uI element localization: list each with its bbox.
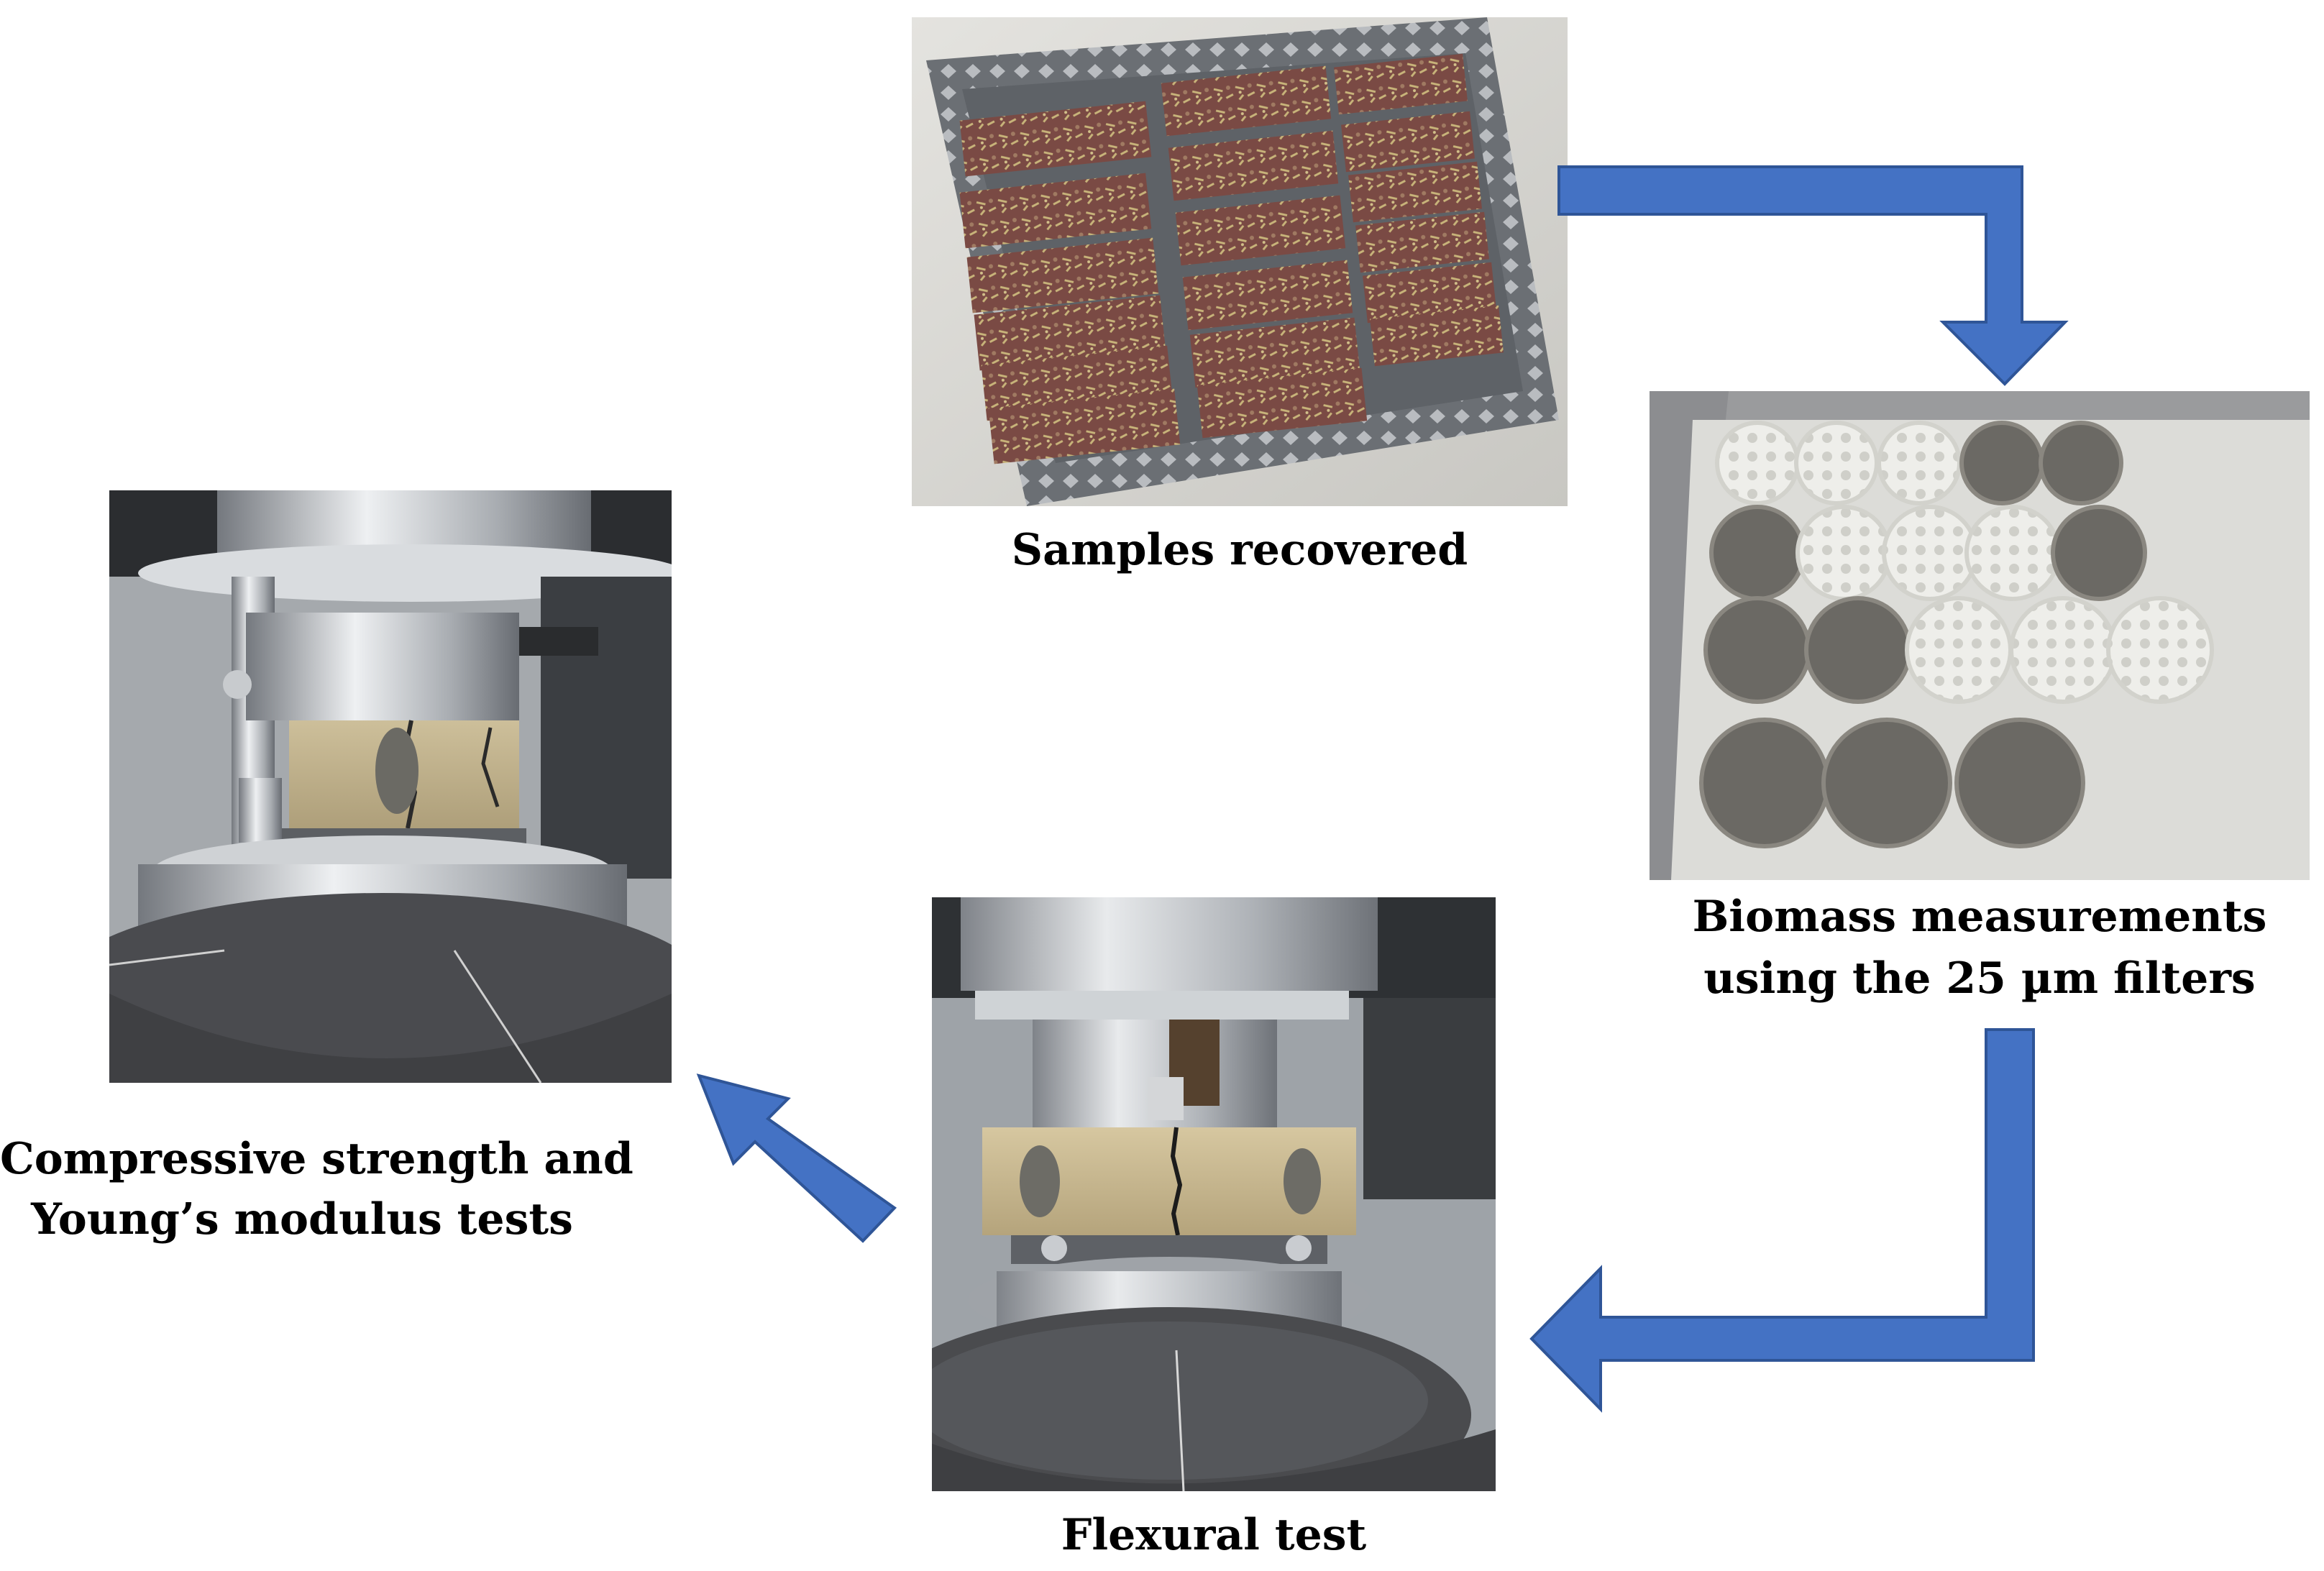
loaded-filter-disc — [1954, 718, 2085, 848]
flexural-test-photo — [932, 897, 1496, 1491]
loaded-filter-disc — [1821, 718, 1952, 848]
samples-photo — [912, 17, 1568, 506]
flexural-caption: Flexural test — [1061, 1510, 1367, 1560]
biomass-filters-photo — [1650, 391, 2310, 880]
biomass-caption: Biomass measurements using the 25 µm fil… — [1650, 886, 2310, 1009]
arrow-biomass-to-flexural — [1529, 1028, 2035, 1413]
loaded-filter-disc — [2039, 421, 2123, 505]
arrow-samples-to-biomass — [1557, 165, 2069, 386]
compressive-test-photo — [109, 490, 672, 1083]
compressive-caption-line1: Compressive strength and — [0, 1134, 633, 1184]
biomass-caption-line1: Biomass measurements — [1692, 892, 2267, 942]
biomass-caption-line2: using the 25 µm filters — [1703, 953, 2256, 1004]
arrow-flexural-to-compressive — [696, 1073, 897, 1243]
compressive-caption: Compressive strength and Young’s modulus… — [0, 1129, 633, 1250]
clean-filter-disc — [2106, 596, 2214, 704]
samples-caption: Samples recovered — [1011, 525, 1468, 575]
compressive-caption-line2: Young’s modulus tests — [31, 1194, 573, 1245]
filter-grid — [1699, 421, 2214, 848]
loaded-filter-disc — [2051, 505, 2147, 601]
